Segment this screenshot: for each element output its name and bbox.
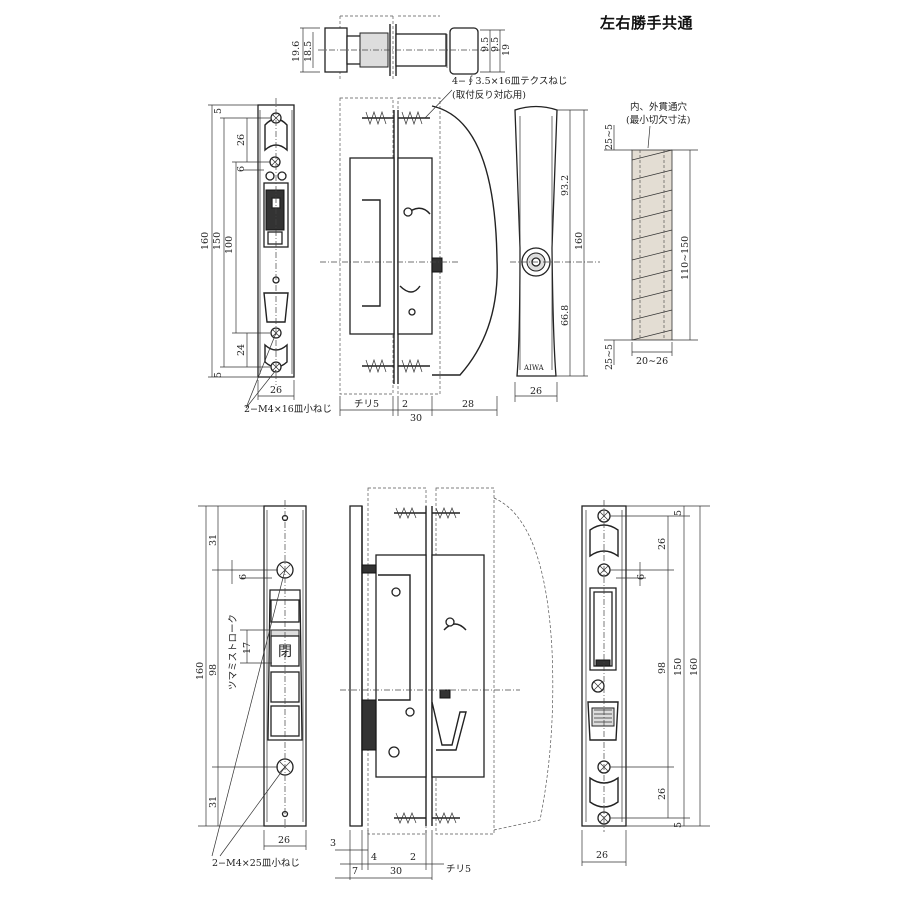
dim-5-top-back: 5 bbox=[673, 510, 684, 516]
top-back-view: AIWA 93.2 66.8 160 26 bbox=[510, 105, 600, 402]
dim-6-bottom: 6 bbox=[238, 574, 249, 580]
dim-98-back: 98 bbox=[657, 662, 668, 674]
dim-93-2: 93.2 bbox=[560, 175, 571, 196]
dim-2-bottom: 2 bbox=[410, 852, 416, 863]
dim-30: 30 bbox=[410, 413, 422, 424]
dim-26-bottom-back: 26 bbox=[657, 788, 668, 800]
dim-26-top-back: 26 bbox=[657, 538, 668, 550]
dim-9-5-a: 9.5 bbox=[480, 37, 491, 52]
dim-width-26: 26 bbox=[270, 385, 282, 396]
dim-2: 2 bbox=[402, 399, 408, 410]
stroke-label: ツマミストローク bbox=[228, 614, 239, 690]
dim-160-back-bottom: 160 bbox=[689, 658, 700, 676]
dim-31-bottom: 31 bbox=[208, 796, 219, 808]
dim-100: 100 bbox=[224, 236, 235, 254]
dim-width-26-bottom: 26 bbox=[278, 835, 290, 846]
dim-26: 26 bbox=[236, 134, 247, 146]
dim-150-back: 150 bbox=[673, 658, 684, 676]
screw-note: 2−M4×16皿小ねじ bbox=[244, 404, 332, 415]
page-title: 左右勝手共通 bbox=[600, 14, 694, 32]
dim-4: 4 bbox=[371, 852, 377, 863]
top-front-view: 160 150 100 5 26 6 24 5 26 2−M4×16皿小ねじ bbox=[200, 98, 332, 415]
dim-19-6: 19.6 bbox=[291, 41, 302, 62]
dim-24: 24 bbox=[236, 344, 247, 356]
top-plan-view: 19.6 18.5 9.5 9.5 19 bbox=[291, 15, 512, 80]
dim-19: 19 bbox=[501, 44, 512, 56]
cutout-top: 25∼5 bbox=[604, 124, 615, 150]
dim-7: 7 bbox=[352, 866, 358, 877]
cutout-note-2: (最小切欠寸法) bbox=[626, 114, 690, 126]
brand-label: AIWA bbox=[523, 364, 545, 372]
dim-chiri5: チリ5 bbox=[354, 399, 379, 410]
dim-160-bottom: 160 bbox=[195, 662, 206, 680]
dim-3: 3 bbox=[330, 838, 336, 849]
dim-6: 6 bbox=[236, 166, 247, 172]
cutout-height: 110∼150 bbox=[680, 236, 691, 280]
dim-98-bottom: 98 bbox=[208, 664, 219, 676]
screw-note-bottom: 2−M4×25皿小ねじ bbox=[212, 858, 300, 869]
dim-6-back: 6 bbox=[636, 574, 647, 580]
cutout-note-1: 内、外貫通穴 bbox=[630, 101, 688, 113]
dim-31-top: 31 bbox=[208, 534, 219, 546]
cutout-width: 20∼26 bbox=[636, 356, 668, 367]
dim-5-top: 5 bbox=[213, 108, 224, 114]
dim-28: 28 bbox=[462, 399, 474, 410]
dim-66-8: 66.8 bbox=[560, 305, 571, 326]
bottom-side-view: 3 4 2 7 30 チリ5 bbox=[330, 487, 554, 880]
bottom-front-view: 閉 31 6 160 98 ツマミストローク 17 31 26 2−M4×25 bbox=[195, 500, 307, 869]
dim-150: 150 bbox=[212, 232, 223, 250]
dim-width-back-bottom: 26 bbox=[596, 850, 608, 861]
dim-18-5: 18.5 bbox=[303, 41, 314, 62]
bottom-back-view: 5 26 6 98 150 160 26 5 26 bbox=[581, 500, 710, 866]
dim-17: 17 bbox=[242, 642, 253, 654]
cutout-bottom: 25∼5 bbox=[604, 344, 615, 370]
top-cutout-view: 内、外貫通穴 (最小切欠寸法) 25∼5 110∼150 25∼5 20∼26 bbox=[604, 101, 698, 370]
dim-160: 160 bbox=[200, 232, 211, 250]
dim-back-width: 26 bbox=[530, 386, 542, 397]
top-side-view: 4−∮3.5×16皿テクスねじ (取付反り対応用) チリ5 2 30 28 bbox=[320, 76, 567, 424]
tex-screw-sub: (取付反り対応用) bbox=[452, 89, 526, 101]
tex-screw-note: 4−∮3.5×16皿テクスねじ bbox=[452, 76, 567, 87]
dim-9-5-b: 9.5 bbox=[490, 37, 501, 52]
dim-160-back: 160 bbox=[574, 232, 585, 250]
dim-5-bottom: 5 bbox=[213, 372, 224, 378]
dim-chiri5-bottom: チリ5 bbox=[446, 864, 471, 875]
dim-30-bottom: 30 bbox=[390, 866, 402, 877]
dim-5-bottom-back: 5 bbox=[673, 822, 684, 828]
